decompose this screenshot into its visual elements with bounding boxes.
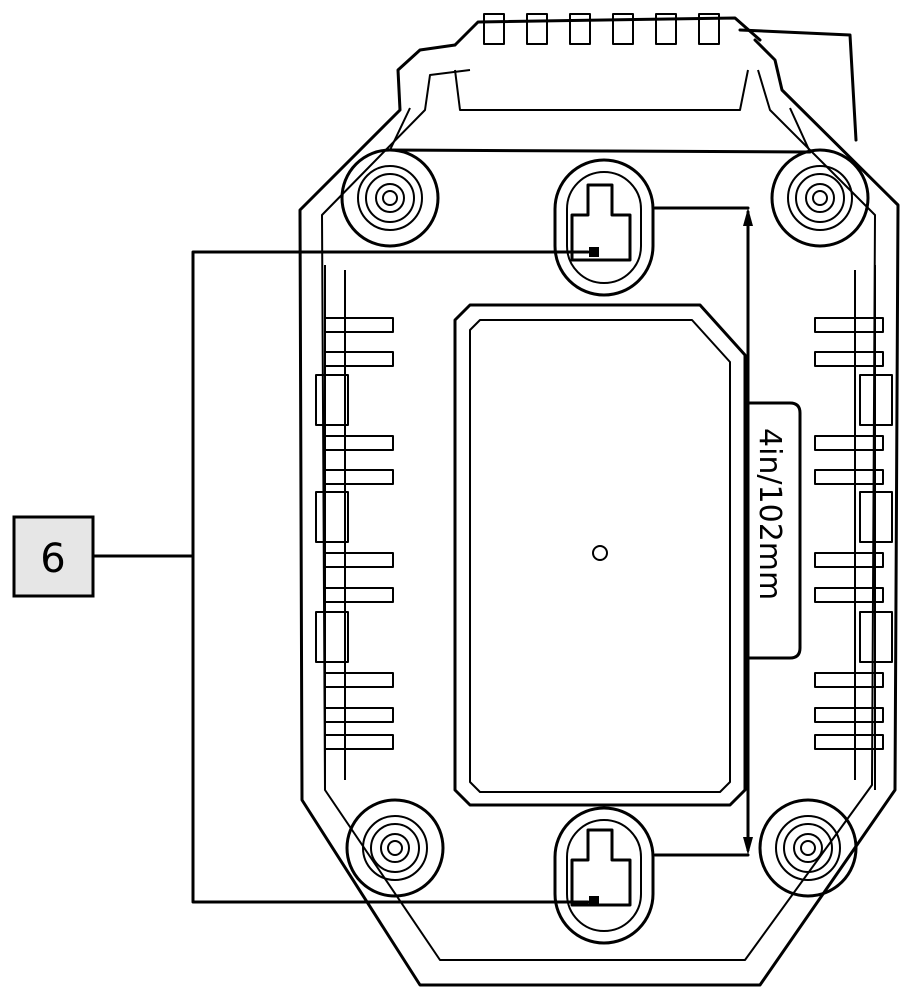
corner-boss-top-right <box>770 148 870 248</box>
corner-boss-top-left <box>340 148 440 248</box>
housing-inner-outline <box>321 69 876 961</box>
right-side-ribs <box>814 265 893 790</box>
corner-boss-bottom-right <box>758 798 858 898</box>
callout-leader <box>91 250 590 904</box>
callout-box: 6 <box>12 515 95 598</box>
keyhole-slot-top <box>553 158 655 297</box>
dimension-line <box>653 206 753 857</box>
dimension-label: 4in/102mm <box>752 428 787 600</box>
housing-outline <box>298 38 900 987</box>
center-panel <box>453 303 747 807</box>
keyhole-slot-bottom <box>553 806 655 945</box>
top-connector <box>453 13 858 142</box>
corner-boss-bottom-left <box>345 798 445 898</box>
keyhole-marker <box>589 247 599 257</box>
keyhole-marker <box>589 896 599 906</box>
dimension-label-pad: 4in/102mm <box>746 401 802 660</box>
callout-number: 6 <box>40 536 65 582</box>
left-side-ribs <box>315 265 394 790</box>
upper-plate <box>386 69 812 154</box>
